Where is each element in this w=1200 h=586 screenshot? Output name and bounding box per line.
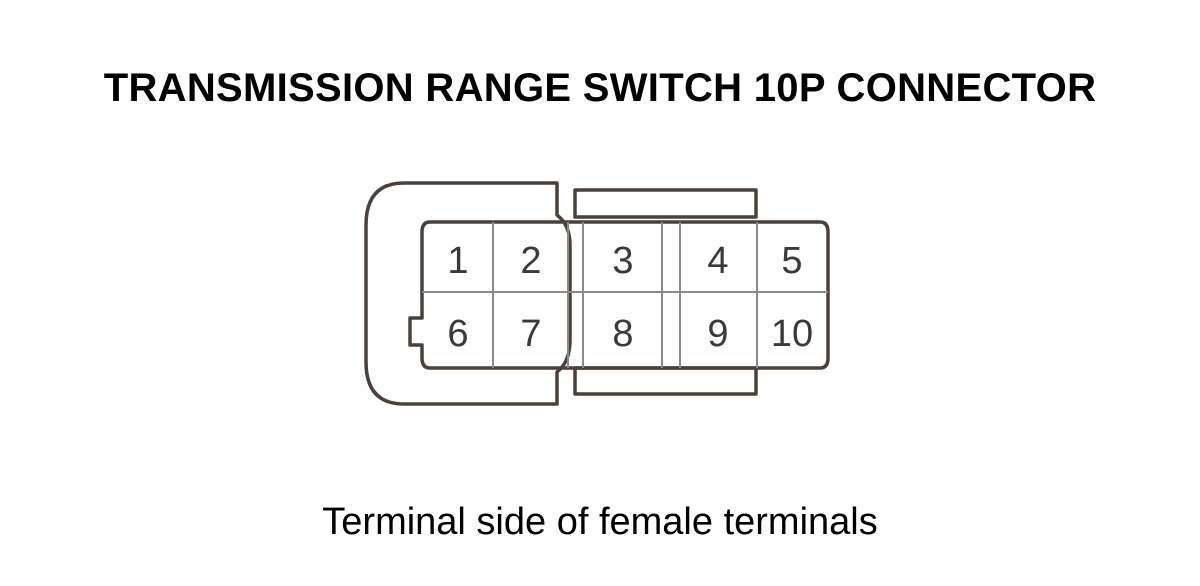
housing-center <box>573 188 758 219</box>
housing-center-bottom <box>573 366 758 396</box>
terminal-3: 3 <box>612 240 633 282</box>
terminal-numbers: 1 2 3 4 5 6 7 8 9 10 <box>447 240 813 355</box>
terminal-2: 2 <box>520 240 541 282</box>
terminal-frame <box>408 220 830 370</box>
terminal-5: 5 <box>781 240 802 282</box>
terminal-9: 9 <box>707 313 728 355</box>
diagram-caption: Terminal side of female terminals <box>322 501 878 543</box>
terminal-cavities <box>422 222 828 368</box>
housing-left <box>364 181 572 406</box>
diagram-title: TRANSMISSION RANGE SWITCH 10P CONNECTOR <box>103 66 1097 110</box>
terminal-4: 4 <box>707 240 728 282</box>
connector-housing <box>364 181 830 406</box>
terminal-6: 6 <box>447 313 468 355</box>
terminal-10: 10 <box>771 313 813 355</box>
terminal-1: 1 <box>447 240 468 282</box>
terminal-8: 8 <box>612 313 633 355</box>
terminal-7: 7 <box>520 313 541 355</box>
